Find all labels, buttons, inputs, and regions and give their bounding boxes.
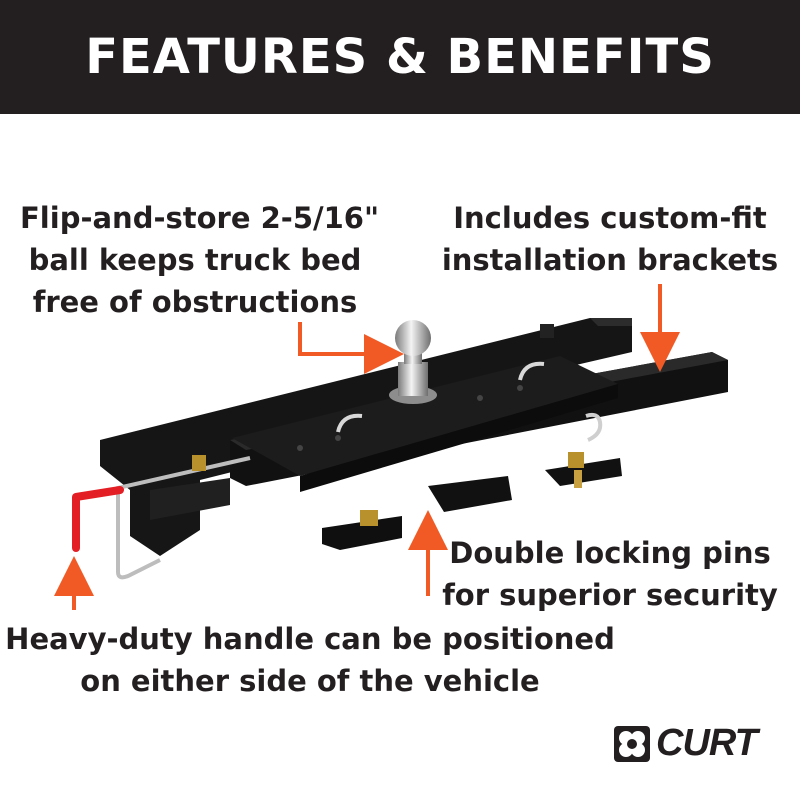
callout-locking-pins: Double locking pins for superior securit… bbox=[442, 536, 778, 612]
under-brackets bbox=[322, 452, 622, 550]
header-banner: FEATURES & BENEFITS bbox=[0, 0, 800, 114]
left-bracket bbox=[100, 440, 240, 556]
curt-logo-icon bbox=[614, 725, 650, 762]
rear-rail bbox=[100, 318, 632, 466]
callout-heavy-duty-handle: Heavy-duty handle can be positioned on e… bbox=[5, 622, 615, 698]
callout-installation-brackets: Includes custom-fit installation bracket… bbox=[441, 201, 779, 277]
callout-flip-and-store-ball: Flip-and-store 2-5/16" ball keeps truck … bbox=[20, 201, 380, 319]
callout-arrows bbox=[54, 284, 680, 610]
arrow-right-icon bbox=[298, 322, 404, 374]
center-plate bbox=[232, 356, 618, 492]
curt-logo: CURT bbox=[612, 722, 758, 765]
page-title: FEATURES & BENEFITS bbox=[85, 29, 715, 85]
hitch-ball bbox=[389, 320, 437, 404]
brand-name: CURT bbox=[656, 722, 758, 764]
handle-rod bbox=[72, 455, 251, 580]
handle-grip bbox=[72, 486, 124, 552]
